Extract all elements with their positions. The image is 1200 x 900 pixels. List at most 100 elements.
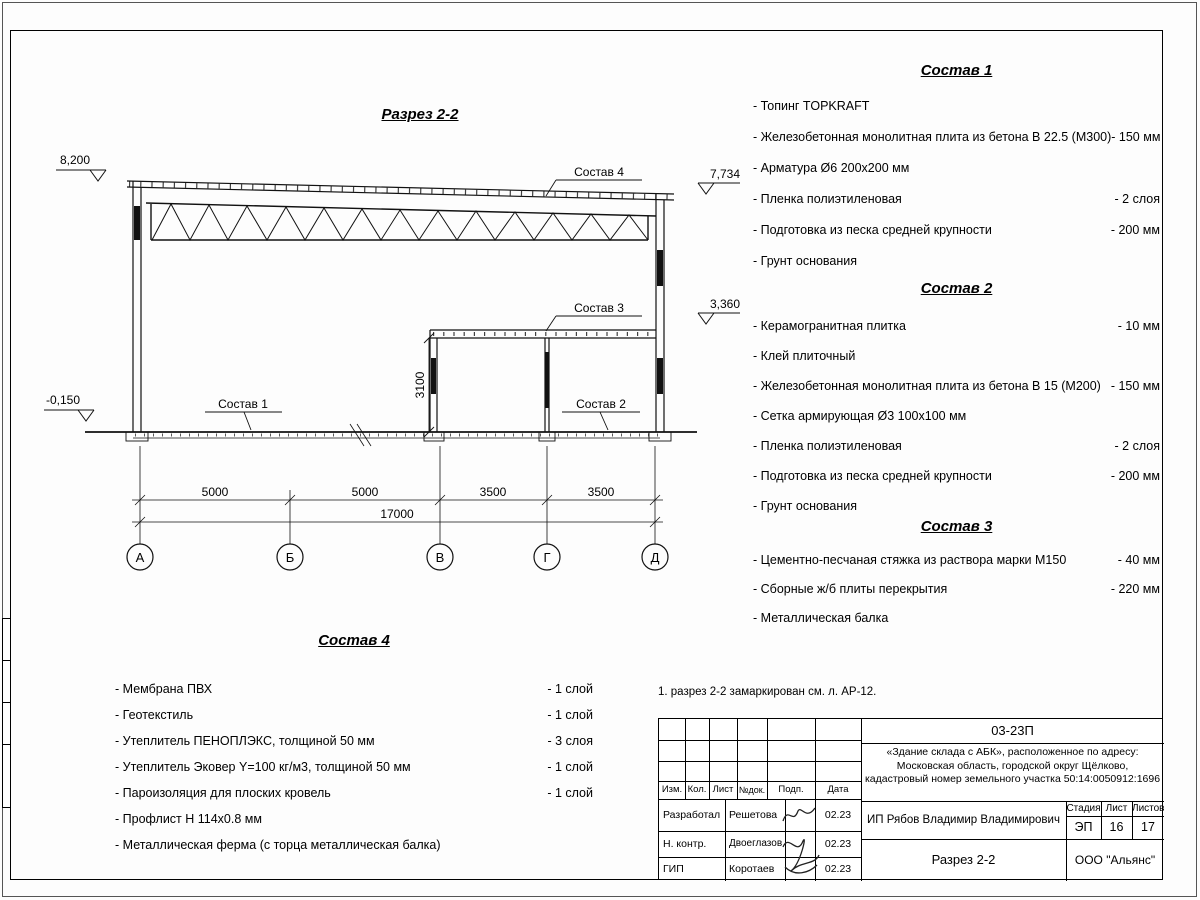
dimension-lines xyxy=(132,446,663,544)
left-margin-stamp-cell xyxy=(2,660,11,703)
composition-item-value: - 1 слой xyxy=(547,708,593,722)
company-name: ООО "Альянс" xyxy=(1074,853,1156,867)
composition-item-name: - Пленка полиэтиленовая xyxy=(753,439,902,453)
composition-item: - Клей плиточный xyxy=(753,349,1160,379)
composition-item-value xyxy=(1152,161,1160,192)
composition-item-name: - Клей плиточный xyxy=(753,349,856,363)
section-drawing: 8,200 7,734 3,360 -0,150 Состав 4 Состав… xyxy=(44,153,740,571)
stage-value: ЭП xyxy=(1074,820,1093,834)
label-sostav4: Состав 4 xyxy=(574,165,624,179)
sheet-frame xyxy=(10,30,1163,880)
composition-item-name: - Подготовка из песка средней крупности xyxy=(753,469,992,483)
composition-item-value xyxy=(1152,611,1160,640)
row-role-developer: Разработал xyxy=(663,809,721,821)
stage-label: Стадия xyxy=(1066,803,1101,814)
col-header-kol: Кол. xyxy=(687,784,707,795)
row-date-gip: 02.23 xyxy=(824,863,852,875)
composition-item: - Пароизоляция для плоских кровель- 1 сл… xyxy=(115,786,593,812)
left-margin-stamp-cell xyxy=(2,702,11,745)
elevation-floor-label: -0,150 xyxy=(46,393,80,407)
composition-item-name: - Пленка полиэтиленовая xyxy=(753,192,902,206)
walls xyxy=(132,181,665,432)
col-header-izm: Изм. xyxy=(661,784,683,795)
composition-item-value: - 2 слоя xyxy=(1114,439,1160,453)
dimension-3500-a: 3500 xyxy=(480,485,507,499)
drawing-name: Разрез 2-2 xyxy=(931,852,996,867)
composition-item-name: - Геотекстиль xyxy=(115,708,194,722)
axis-bubbles xyxy=(126,543,669,571)
composition-1-title: Состав 1 xyxy=(920,62,993,79)
composition-item: - Железобетонная монолитная плита из бет… xyxy=(753,379,1160,409)
composition-3-title: Состав 3 xyxy=(920,518,993,535)
composition-item: - Мембрана ПВХ - 1 слой xyxy=(115,682,593,708)
composition-item: - Грунт основания xyxy=(753,254,1160,285)
composition-item-name: - Профлист Н 114х0.8 мм xyxy=(115,812,262,826)
elevation-top-right-label: 7,734 xyxy=(710,167,740,181)
composition-item-name: - Железобетонная монолитная плита из бет… xyxy=(753,130,1161,144)
composition-item-value: - 3 слоя xyxy=(547,734,593,748)
composition-item: - Металлическая ферма (с торца металличе… xyxy=(115,838,593,864)
axis-label-v: В xyxy=(436,550,445,565)
sheet-note: 1. разрез 2-2 замаркирован см. л. АР-12. xyxy=(658,686,877,698)
elevation-marks xyxy=(44,169,740,422)
composition-item-value: - 1 слой xyxy=(547,682,593,696)
title-block: 03-23П «Здание склада с АБК», расположен… xyxy=(658,718,1164,881)
composition-item-value xyxy=(585,812,593,838)
col-header-data: Дата xyxy=(827,784,849,795)
sheets-label: Листов xyxy=(1132,803,1164,814)
composition-1-block: Состав 1 - Топинг TOPKRAFT - Железобетон… xyxy=(753,62,1160,285)
ground-line xyxy=(85,423,697,447)
composition-item: - Железобетонная монолитная плита из бет… xyxy=(753,130,1160,161)
axis-label-g: Г xyxy=(543,550,550,565)
row-name-developer: Решетова xyxy=(729,809,778,821)
composition-item-name: - Керамогранитная плитка xyxy=(753,319,906,333)
composition-item-value: - 200 мм xyxy=(1110,469,1160,483)
sheets-value: 17 xyxy=(1141,820,1155,834)
composition-4-block: Состав 4 - Мембрана ПВХ - 1 слой - Геотек… xyxy=(115,632,593,864)
col-header-list: Лист xyxy=(712,784,734,795)
col-header-dok: №док. xyxy=(738,785,766,795)
elevation-mid-right-label: 3,360 xyxy=(710,297,740,311)
composition-item-name: - Металлическая балка xyxy=(753,611,889,625)
composition-4-title: Состав 4 xyxy=(318,632,390,649)
project-address: «Здание склада с АБК», расположенное по … xyxy=(863,746,1162,787)
dimension-5000-a: 5000 xyxy=(202,485,229,499)
composition-item: - Профлист Н 114х0.8 мм xyxy=(115,812,593,838)
col-header-podp: Подп. xyxy=(778,784,804,795)
roof-truss xyxy=(145,202,657,242)
composition-item-value: - 10 мм xyxy=(1117,319,1160,333)
label-sostav3: Состав 3 xyxy=(574,301,624,315)
composition-item-value: - 150 мм xyxy=(1110,379,1160,393)
composition-item: - Сборные ж/б плиты перекрытия- 220 мм xyxy=(753,582,1160,611)
composition-item: - Топинг TOPKRAFT xyxy=(753,99,1160,130)
doc-number: 03-23П xyxy=(991,723,1034,738)
project-line-3: кадастровый номер земельного участка 50:… xyxy=(864,773,1161,785)
section-caption: Разрез 2-2 xyxy=(381,106,459,123)
composition-item-name: - Грунт основания xyxy=(753,254,858,268)
signature-developer xyxy=(782,807,816,822)
composition-item-name: - Топинг TOPKRAFT xyxy=(753,99,870,113)
client-name: ИП Рябов Владимир Владимирович xyxy=(867,814,1060,826)
composition-item-name: - Мембрана ПВХ xyxy=(115,682,213,696)
left-margin-stamp-cell xyxy=(2,744,11,808)
left-margin-stamp-cell xyxy=(2,618,11,661)
composition-item-value xyxy=(1152,349,1160,379)
composition-item-name: - Утеплитель ПЕНОПЛЭКС, толщиной 50 мм xyxy=(115,734,375,748)
dimension-3100: 3100 xyxy=(413,371,427,398)
dimension-5000-b: 5000 xyxy=(352,485,379,499)
row-name-norm-control: Двоеглазов xyxy=(729,838,783,849)
composition-item: - Сетка армирующая Ø3 100x100 мм xyxy=(753,409,1160,439)
composition-item-value: - 40 мм xyxy=(1117,553,1160,567)
annex-structure xyxy=(429,329,656,432)
row-role-gip: ГИП xyxy=(663,863,684,875)
label-sostav1: Состав 1 xyxy=(218,397,268,411)
dimension-total-17000: 17000 xyxy=(380,507,414,521)
signature-gip xyxy=(782,839,820,874)
composition-item-value xyxy=(1152,99,1160,130)
project-line-2: Московская область, городской округ Щёлк… xyxy=(896,759,1129,772)
composition-3-block: Состав 3 - Цементно-песчаная стяжка из р… xyxy=(753,518,1160,640)
roof-band xyxy=(126,180,675,201)
composition-item-value xyxy=(585,838,593,864)
composition-item: - Цементно-песчаная стяжка из раствора м… xyxy=(753,553,1160,582)
